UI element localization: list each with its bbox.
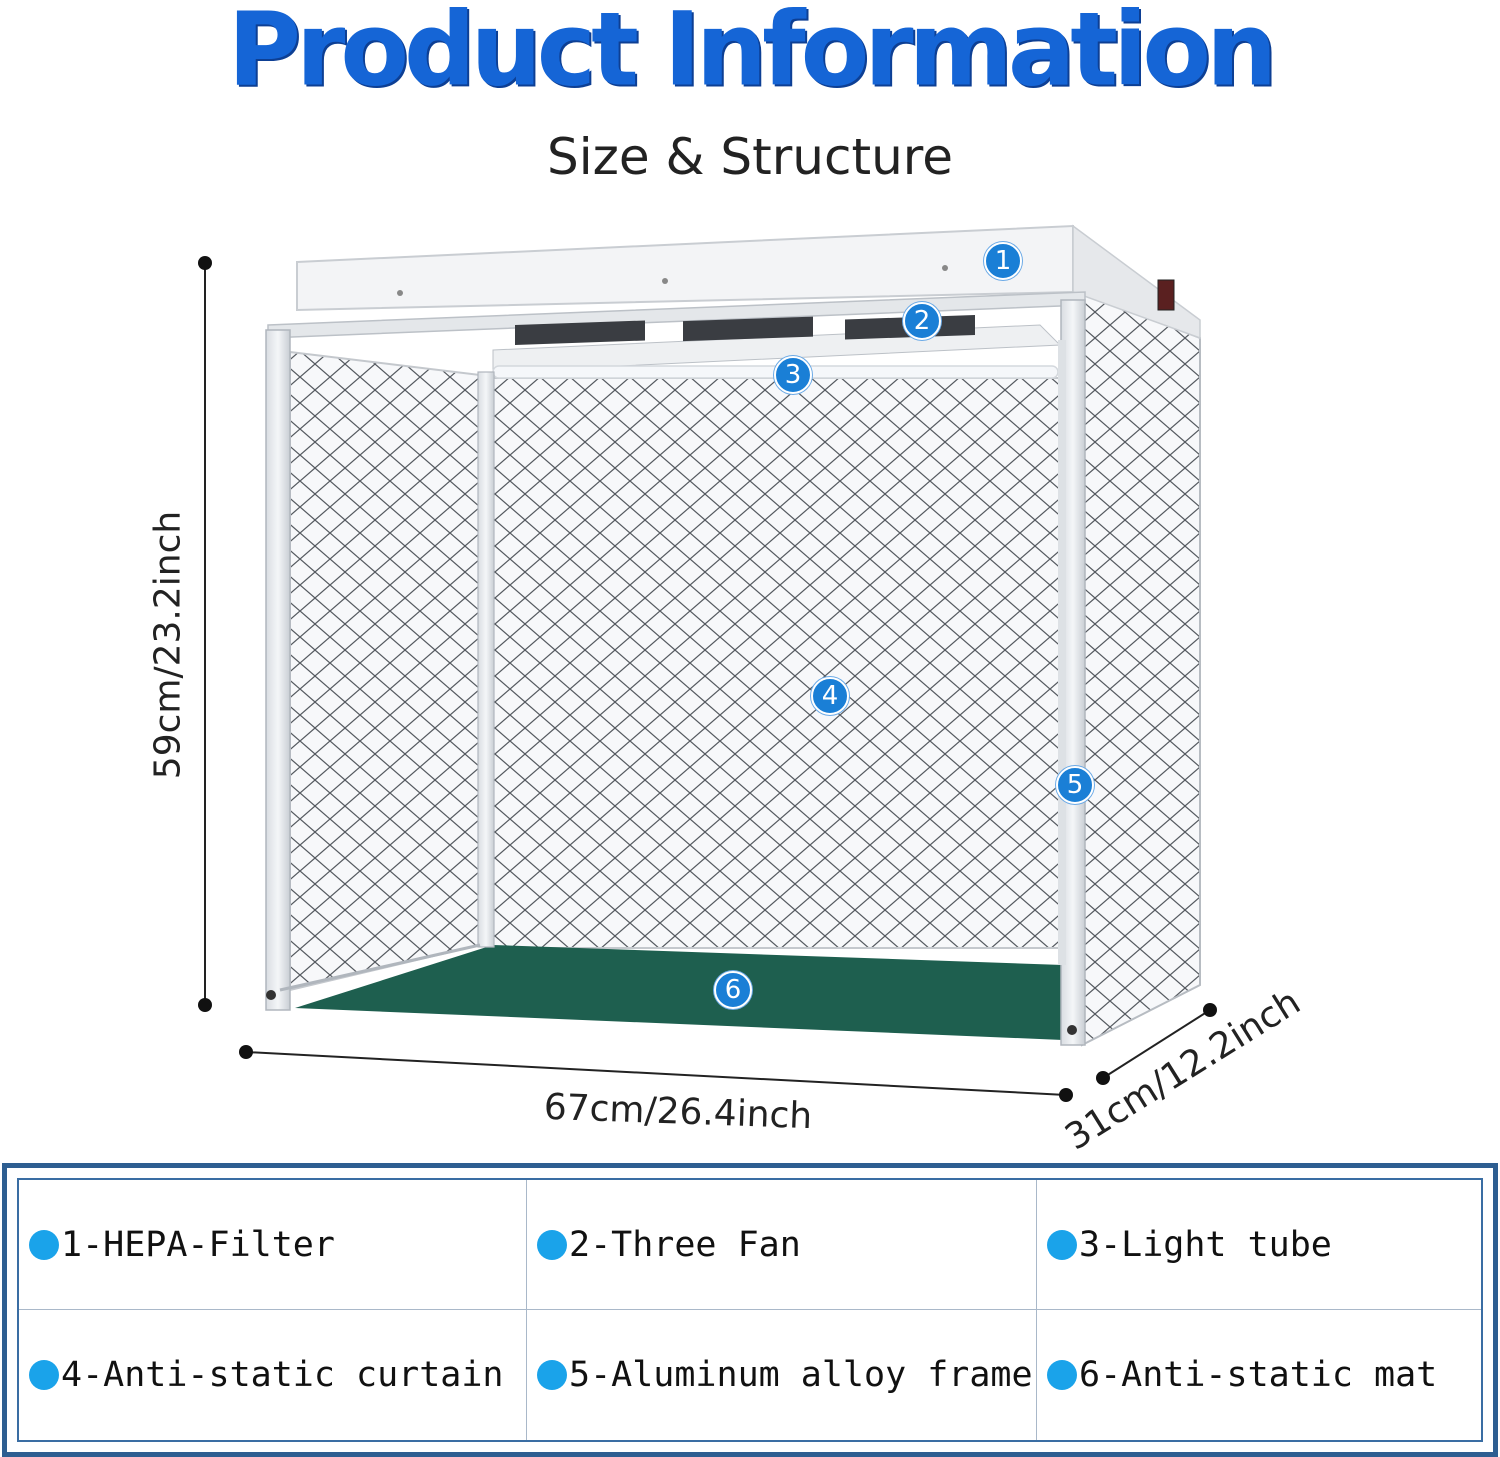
side-panel-right: [1081, 290, 1201, 1047]
bullet-icon: [537, 1360, 567, 1390]
bullet-icon: [1047, 1229, 1077, 1260]
callout-2: 2: [903, 302, 941, 340]
dimension-width-line: [239, 1045, 1073, 1102]
page-subtitle: Size & Structure: [546, 128, 953, 186]
callout-3: 3: [774, 356, 812, 394]
curtain-back: [492, 377, 1064, 949]
callout-6: 6: [714, 971, 752, 1009]
fan-1: [515, 320, 645, 346]
callout-5: 5: [1056, 766, 1094, 804]
page-title: Product Information: [227, 0, 1278, 110]
legend-item: 2-Three Fan: [527, 1180, 1037, 1310]
fan-2: [683, 316, 813, 342]
bullet-icon: [1047, 1360, 1077, 1390]
legend-item: 6-Anti-static mat: [1037, 1310, 1481, 1440]
frame-left-post: [265, 329, 291, 1011]
anti-static-mat: [295, 945, 1063, 1040]
power-switch: [1157, 279, 1175, 311]
callout-4: 4: [811, 677, 849, 715]
dimension-depth-line: [1096, 1003, 1217, 1085]
height-dimension-label: 59cm/23.2inch: [147, 510, 189, 780]
bullet-icon: [537, 1229, 567, 1260]
curtain-left: [289, 350, 481, 992]
legend-item: 5-Aluminum alloy frame: [527, 1310, 1037, 1440]
legend-table: 1-HEPA-Filter 2-Three Fan 3-Light tube 4…: [2, 1163, 1498, 1457]
dimension-height-line: [198, 256, 212, 1012]
legend-item: 1-HEPA-Filter: [19, 1180, 527, 1310]
bullet-icon: [29, 1229, 59, 1260]
bullet-icon: [29, 1360, 59, 1390]
legend-item: 4-Anti-static curtain: [19, 1310, 527, 1440]
legend-item: 3-Light tube: [1037, 1180, 1481, 1310]
callout-1: 1: [984, 242, 1022, 280]
